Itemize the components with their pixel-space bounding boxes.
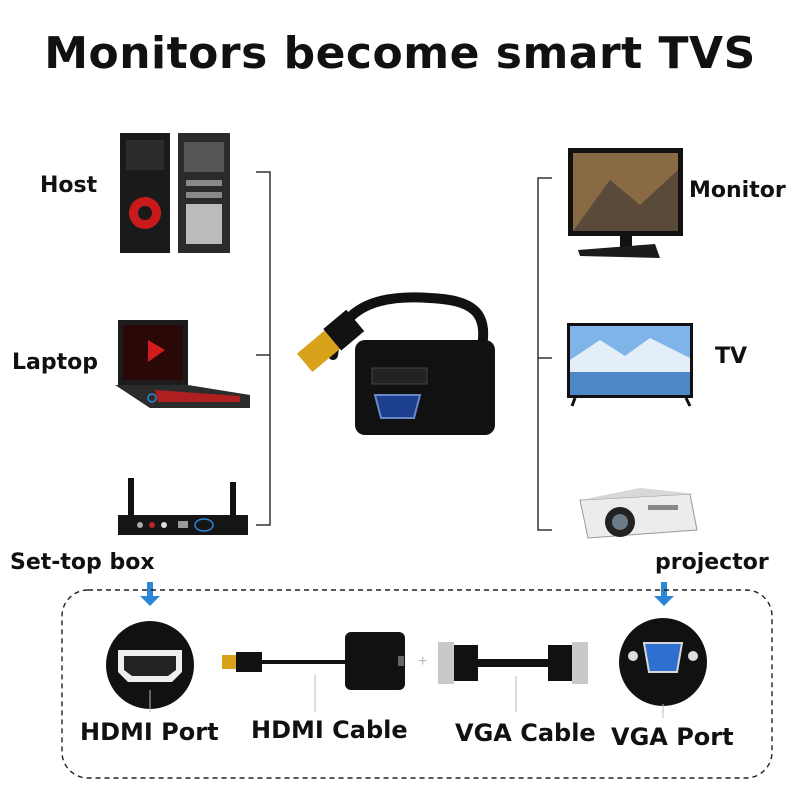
projector-icon bbox=[579, 488, 698, 539]
components-frame bbox=[61, 589, 773, 779]
display-label-monitor: Monitor bbox=[689, 178, 786, 203]
component-label-hdmi-cable: HDMI Cable bbox=[251, 716, 408, 744]
set-top-box-icon bbox=[118, 478, 248, 535]
right-bracket bbox=[537, 177, 552, 531]
laptop-icon bbox=[115, 320, 250, 408]
svg-text:+: + bbox=[418, 653, 427, 670]
arrow-down-icon bbox=[140, 582, 160, 606]
vga-port-icon bbox=[619, 618, 707, 718]
component-label-hdmi-port: HDMI Port bbox=[80, 718, 219, 746]
source-label-set-top-box: Set-top box bbox=[10, 550, 155, 575]
hdmi-vga-adapter-icon bbox=[296, 292, 495, 435]
component-label-vga-cable: VGA Cable bbox=[455, 719, 596, 747]
tv-icon bbox=[567, 323, 693, 407]
display-label-tv: TV bbox=[715, 344, 748, 369]
left-bracket bbox=[256, 171, 271, 526]
component-label-vga-port: VGA Port bbox=[611, 723, 734, 751]
monitor-icon bbox=[568, 148, 683, 258]
arrow-down-icon bbox=[654, 582, 674, 606]
desktop-pc-icon bbox=[120, 133, 230, 253]
display-label-projector: projector bbox=[655, 550, 769, 575]
hdmi-cable-icon bbox=[222, 632, 405, 712]
source-label-host: Host bbox=[40, 173, 98, 198]
page-title: Monitors become smart TVS bbox=[44, 28, 756, 79]
hdmi-port-icon bbox=[106, 621, 194, 712]
source-label-laptop: Laptop bbox=[12, 350, 98, 375]
vga-cable-icon bbox=[438, 642, 588, 712]
